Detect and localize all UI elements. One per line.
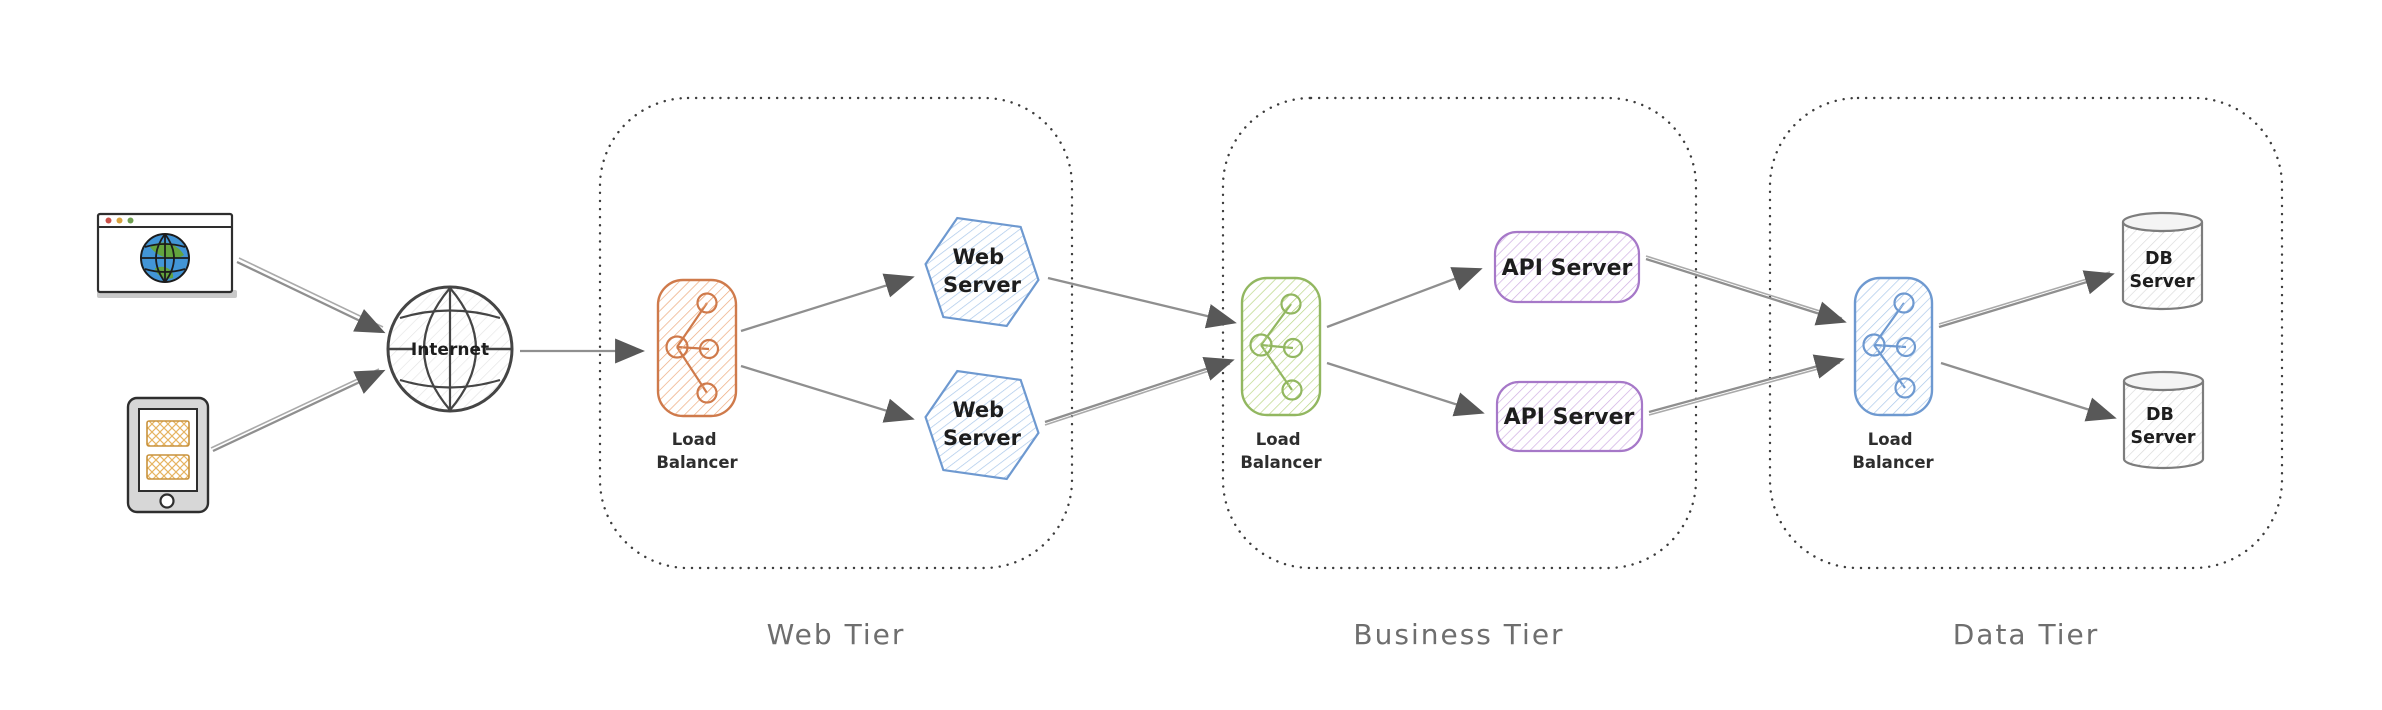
hexagon-shape — [924, 369, 1040, 481]
globe-grid — [389, 287, 511, 411]
arrow-data-lb-to-db-server-2 — [1940, 361, 2117, 422]
browser-globe-icon — [140, 233, 190, 283]
web-server-2: Web Server — [924, 369, 1040, 481]
db-server-1: DB Server — [2121, 211, 2204, 311]
load-balancer-nodes-glyph — [1862, 292, 1917, 399]
connectors — [210, 255, 2117, 453]
cylinder-top — [2122, 370, 2205, 392]
web-server-label: Web Server — [943, 398, 1022, 450]
arrow-api-server-1-to-data-lb — [1645, 257, 1847, 326]
rounded-rect-shape — [1495, 380, 1644, 453]
arrow-data-lb-to-db-server-1 — [1938, 270, 2115, 329]
rounded-rect-shape — [1493, 230, 1641, 304]
phone-content-block — [146, 420, 190, 447]
api-server-2: API Server — [1495, 380, 1644, 453]
load-balancer-label: Load Balancer — [656, 430, 738, 472]
business-tier-label: Business Tier — [1353, 618, 1564, 651]
db-server-label: DB Server — [2130, 405, 2195, 448]
internet-node: Internet — [386, 285, 514, 413]
traffic-dot-yellow — [116, 217, 123, 224]
data-tier-container — [1768, 96, 2284, 570]
business-tier-container — [1221, 96, 1698, 570]
hexagon-shape — [924, 216, 1040, 328]
arrow-web-lb-to-web-server-1 — [740, 273, 915, 333]
db-server-label: DB Server — [2129, 249, 2194, 292]
data-tier-load-balancer: Load Balancer — [1852, 276, 1935, 472]
phone-home-button — [159, 493, 175, 509]
load-balancer-nodes-glyph — [665, 292, 720, 404]
data-tier-label: Data Tier — [1953, 618, 2100, 651]
load-balancer-nodes-glyph — [1249, 293, 1304, 401]
api-server-label: API Server — [1504, 405, 1635, 430]
arrow-web-server-2-to-business-lb — [1044, 356, 1235, 424]
arrow-api-server-2-to-data-lb — [1648, 354, 1845, 414]
db-server-2: DB Server — [2122, 370, 2205, 470]
arrow-web-server-1-to-business-lb — [1047, 276, 1237, 329]
arrow-business-lb-to-api-server-2 — [1326, 361, 1485, 417]
traffic-dot-red — [105, 217, 112, 224]
arrow-business-lb-to-api-server-1 — [1326, 267, 1483, 329]
traffic-dot-green — [127, 217, 134, 224]
web-server-label: Web Server — [943, 245, 1022, 297]
client-phone — [126, 396, 210, 514]
cylinder-top — [2121, 211, 2204, 233]
internet-label: Internet — [411, 340, 489, 360]
api-server-label: API Server — [1502, 256, 1633, 281]
load-balancer-label: Load Balancer — [1240, 430, 1322, 472]
web-server-1: Web Server — [924, 216, 1040, 328]
client-browser — [96, 212, 237, 298]
load-balancer-label: Load Balancer — [1852, 430, 1934, 472]
api-server-1: API Server — [1493, 230, 1641, 304]
phone-content-block — [146, 454, 190, 480]
web-tier-label: Web Tier — [767, 618, 906, 651]
arrow-browser-to-internet — [236, 260, 386, 334]
arrow-phone-to-internet — [212, 369, 386, 453]
web-tier-load-balancer: Load Balancer — [656, 278, 739, 472]
arrow-web-lb-to-web-server-2 — [740, 364, 915, 423]
business-tier-load-balancer: Load Balancer — [1240, 276, 1323, 472]
